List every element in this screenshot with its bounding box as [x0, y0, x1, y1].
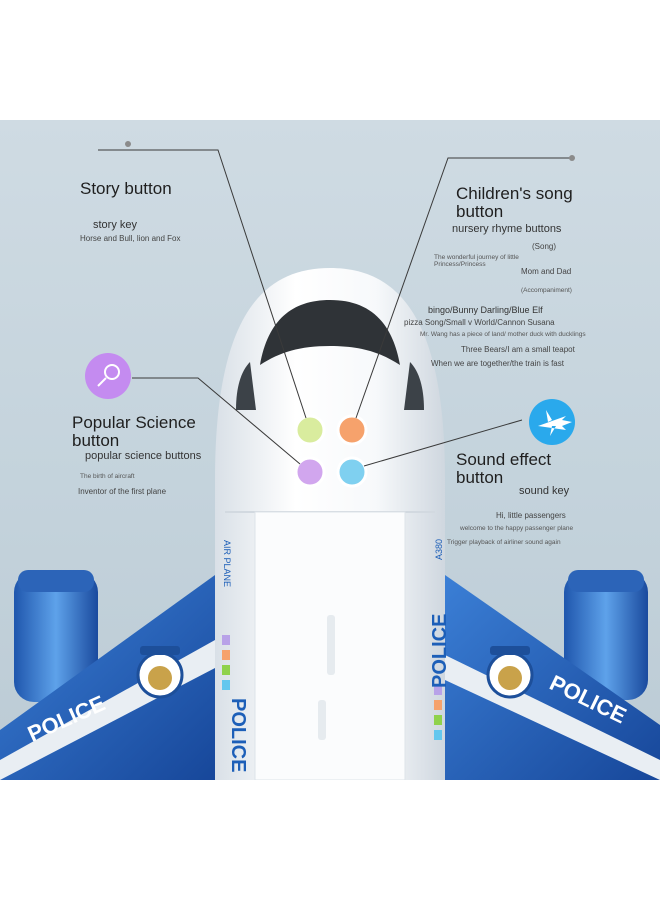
science-line2: Inventor of the first plane [78, 487, 167, 496]
fuselage-police-right: POLICE [429, 614, 451, 688]
model-text: A380 [434, 539, 444, 560]
science-key: popular science buttons [85, 450, 202, 462]
song-line4: pizza Song/Small v World/Cannon Susana [404, 318, 555, 327]
song-label: (Song) [532, 242, 557, 251]
science-line1: The birth of aircraft [80, 473, 135, 480]
science-title: Popular Science button [72, 413, 196, 450]
product-photo: POLICE POLICE POLICE POLICE AIR PLANE A3… [0, 120, 660, 780]
science-physical-button [294, 456, 326, 488]
right-police-badge [486, 646, 534, 699]
story-physical-button [294, 414, 326, 446]
air-plane-text: AIR PLANE [222, 540, 232, 587]
song-key: nursery rhyme buttons [452, 223, 562, 235]
fuselage [215, 268, 445, 780]
left-color-stripes [222, 635, 230, 690]
right-engine [564, 570, 648, 700]
story-detail: Horse and Bull, lion and Fox [80, 234, 181, 243]
song-line2: Mom and Dad [521, 267, 572, 276]
sound-line3: Trigger playback of airliner sound again [447, 539, 561, 546]
leader-lines [98, 149, 574, 467]
left-engine [14, 570, 98, 702]
airplane-illustration: POLICE POLICE POLICE POLICE AIR PLANE A3… [0, 141, 660, 780]
song-line3: bingo/Bunny Darling/Blue Elf [428, 305, 543, 315]
left-wing [0, 575, 215, 780]
right-color-stripes [434, 685, 442, 740]
right-wing [445, 575, 660, 780]
song-line7: When we are together/the train is fast [431, 359, 564, 368]
song-accompaniment: (Accompaniment) [521, 287, 572, 294]
airplane-sound-icon [529, 399, 575, 445]
left-police-badge [136, 646, 184, 699]
sound-key: sound key [519, 485, 570, 497]
sound-title: Sound effect button [456, 450, 552, 487]
story-title: Story button [80, 179, 172, 198]
song-line6: Three Bears/I am a small teapot [461, 345, 575, 354]
fuselage-police-left: POLICE [227, 698, 249, 772]
story-key: story key [93, 219, 138, 231]
science-icon [85, 353, 131, 399]
song-line1: The wonderful journey of little Princess… [434, 254, 519, 268]
sound-line2: welcome to the happy passenger plane [460, 525, 574, 532]
song-title: Children's song button [456, 184, 573, 221]
sound-line1: Hi, little passengers [496, 511, 566, 520]
sound-physical-button [336, 456, 368, 488]
song-physical-button [336, 414, 368, 446]
song-line5: Mr. Wang has a piece of land/ mother duc… [420, 331, 586, 338]
